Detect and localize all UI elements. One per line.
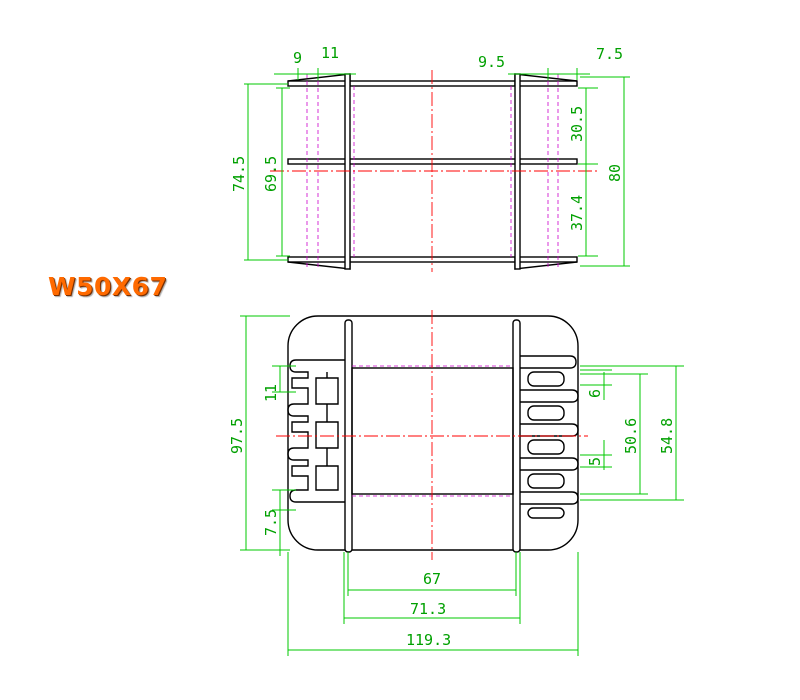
- dim-7-5-front: 7.5: [262, 509, 280, 536]
- top-wall-left: [344, 73, 351, 270]
- front-dim-lines: [240, 315, 684, 656]
- dim-9: 9: [293, 49, 302, 67]
- dim-119-3: 119.3: [406, 631, 451, 649]
- dim-50-6: 50.6: [622, 418, 640, 454]
- top-dim-lines: [244, 68, 630, 267]
- dim-54-8: 54.8: [658, 418, 676, 454]
- dim-7-5-top: 7.5: [596, 45, 623, 63]
- left-fin-comb: [287, 359, 352, 503]
- dim-9-5: 9.5: [478, 53, 505, 71]
- front-view: 11 97.5 7.5 6 5 50.6 54.8 67 71.3 119.3: [228, 310, 684, 656]
- dim-11-front: 11: [262, 384, 280, 402]
- dim-30-5: 30.5: [568, 106, 586, 142]
- top-flange-middle: [287, 158, 578, 165]
- core-window: [351, 367, 514, 495]
- dim-97-5: 97.5: [228, 418, 246, 454]
- top-flange-upper: [287, 80, 578, 87]
- dim-69-5: 69.5: [262, 156, 280, 192]
- top-view: 9 11 9.5 7.5 74.5 69.5 30.5 37.4 80: [230, 44, 630, 272]
- dim-74-5: 74.5: [230, 156, 248, 192]
- front-outline: [287, 315, 579, 551]
- dim-67: 67: [423, 570, 441, 588]
- top-wall-right: [514, 73, 521, 270]
- right-pin-comb: [518, 355, 579, 519]
- dim-11: 11: [321, 44, 339, 62]
- dim-37-4: 37.4: [568, 195, 586, 231]
- dim-71-3: 71.3: [410, 600, 446, 618]
- top-flange-lower: [287, 256, 578, 263]
- dim-6: 6: [586, 389, 604, 398]
- model-title: W50X67: [48, 272, 168, 301]
- dim-80: 80: [606, 164, 624, 182]
- dim-5: 5: [586, 457, 604, 466]
